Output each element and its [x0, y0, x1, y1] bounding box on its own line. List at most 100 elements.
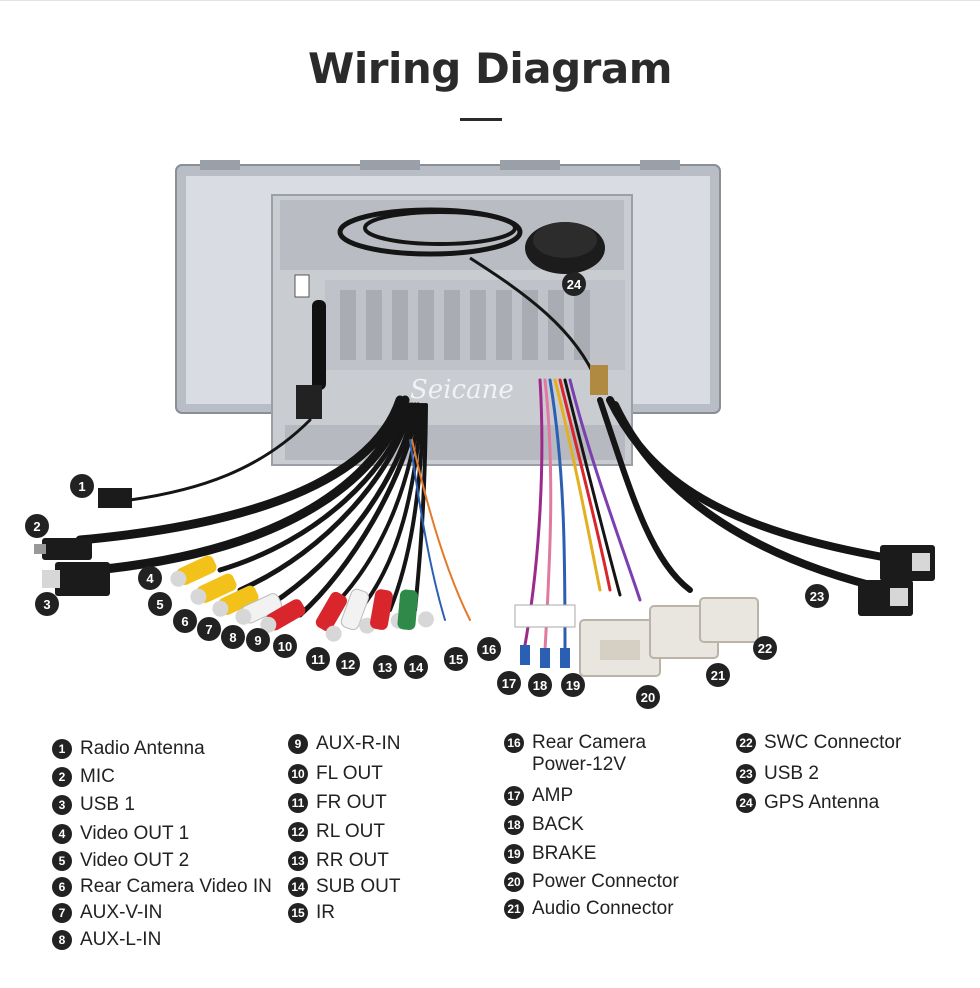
legend-label: AUX-V-IN [80, 902, 163, 923]
marker-15: 15 [449, 652, 463, 667]
usb-mic-plugs [34, 488, 935, 616]
legend-number: 13 [288, 851, 308, 871]
legend-number: 8 [52, 930, 72, 950]
chassis [271, 194, 633, 466]
title-underline [460, 118, 502, 121]
top-divider [0, 0, 980, 1]
legend-label: USB 1 [80, 794, 135, 815]
radio-antenna-stub [296, 300, 326, 419]
marker-12: 12 [341, 657, 355, 672]
legend-number: 7 [52, 903, 72, 923]
marker-10: 10 [278, 639, 292, 654]
legend-label: SUB OUT [316, 876, 401, 897]
marker-3: 3 [43, 597, 50, 612]
legend-number: 21 [504, 899, 524, 919]
legend-label: Audio Connector [532, 898, 674, 919]
legend-number: 20 [504, 872, 524, 892]
legend-item: 4 Video OUT 1 [52, 823, 189, 845]
marker-22: 22 [758, 641, 772, 656]
legend-label: RR OUT [316, 850, 389, 871]
marker-1: 1 [78, 479, 85, 494]
legend-label: Video OUT 2 [80, 850, 190, 871]
legend-label: RL OUT [316, 821, 385, 842]
legend-number: 4 [52, 824, 72, 844]
legend-number: 2 [52, 767, 72, 787]
marker-23: 23 [810, 589, 824, 604]
marker-13: 13 [378, 660, 392, 675]
legend-item: 18 BACK [504, 814, 584, 836]
legend-label: AMP [532, 785, 574, 806]
legend-item: 13 RR OUT [288, 850, 389, 872]
legend-item: 17 AMP [504, 785, 573, 807]
legend-number: 1 [52, 739, 72, 759]
legend-number: 23 [736, 764, 756, 784]
legend-item: 3 USB 1 [52, 794, 135, 816]
legend-number: 17 [504, 786, 524, 806]
legend-number: 9 [288, 734, 308, 754]
cable-bundles [75, 378, 904, 652]
marker-9: 9 [254, 633, 261, 648]
legend-label: Video OUT 1 [80, 823, 190, 844]
marker-16: 16 [482, 642, 496, 657]
legend-item: 2 MIC [52, 766, 115, 788]
legend-item: 9 AUX-R-IN [288, 733, 400, 755]
legend-item: 1 Radio Antenna [52, 738, 205, 760]
legend-number: 15 [288, 903, 308, 923]
watermark: Seicane [410, 375, 514, 405]
legend-number: 5 [52, 851, 72, 871]
marker-2: 2 [33, 519, 40, 534]
legend-item: 6 Rear Camera Video IN [52, 876, 272, 898]
legend-label: AUX-R-IN [316, 733, 401, 754]
legend-number: 24 [736, 793, 756, 813]
marker-11: 11 [311, 652, 325, 667]
marker-20: 20 [641, 690, 655, 705]
legend-item: 8 AUX-L-IN [52, 929, 161, 951]
legend-number: 22 [736, 733, 756, 753]
marker-7: 7 [205, 622, 212, 637]
gps-antenna [337, 207, 608, 395]
legend-label: FR OUT [316, 792, 387, 813]
marker-6: 6 [181, 614, 188, 629]
legend-number: 16 [504, 733, 524, 753]
legend-label: Radio Antenna [80, 738, 205, 759]
legend-label: USB 2 [764, 763, 819, 784]
legend-item: 5 Video OUT 2 [52, 850, 189, 872]
wiring-diagram: Seicane [0, 140, 980, 720]
head-unit-illustration: Seicane [25, 160, 935, 709]
legend-label: Rear Camera Video IN [80, 876, 272, 897]
legend-label: IR [316, 902, 335, 923]
legend-item: 7 AUX-V-IN [52, 902, 162, 924]
legend-number: 10 [288, 764, 308, 784]
page-title: Wiring Diagram [308, 44, 672, 93]
harness-connectors [514, 597, 759, 677]
legend-number: 12 [288, 822, 308, 842]
legend-number: 11 [288, 793, 308, 813]
legend-label: FL OUT [316, 763, 383, 784]
legend-label: BRAKE [532, 843, 597, 864]
legend-item: 11 FR OUT [288, 792, 387, 814]
legend-item: 21 Audio Connector [504, 898, 674, 920]
legend-number: 14 [288, 877, 308, 897]
legend-label: BACK [532, 814, 584, 835]
legend-number: 18 [504, 815, 524, 835]
legend-number: 3 [52, 795, 72, 815]
legend-label: AUX-L-IN [80, 929, 162, 950]
legend-item: 12 RL OUT [288, 821, 385, 843]
marker-24: 24 [567, 277, 582, 292]
marker-21: 21 [711, 668, 725, 683]
legend-number: 6 [52, 877, 72, 897]
legend-label: MIC [80, 766, 115, 787]
marker-5: 5 [156, 597, 163, 612]
rca-plugs [170, 555, 434, 642]
callout-markers: 1 2 3 4 5 6 7 8 9 10 11 12 13 14 15 16 1… [25, 272, 829, 709]
marker-19: 19 [566, 678, 580, 693]
legend-item: 10 FL OUT [288, 763, 383, 785]
legend-item: 14 SUB OUT [288, 876, 400, 898]
marker-8: 8 [229, 630, 236, 645]
